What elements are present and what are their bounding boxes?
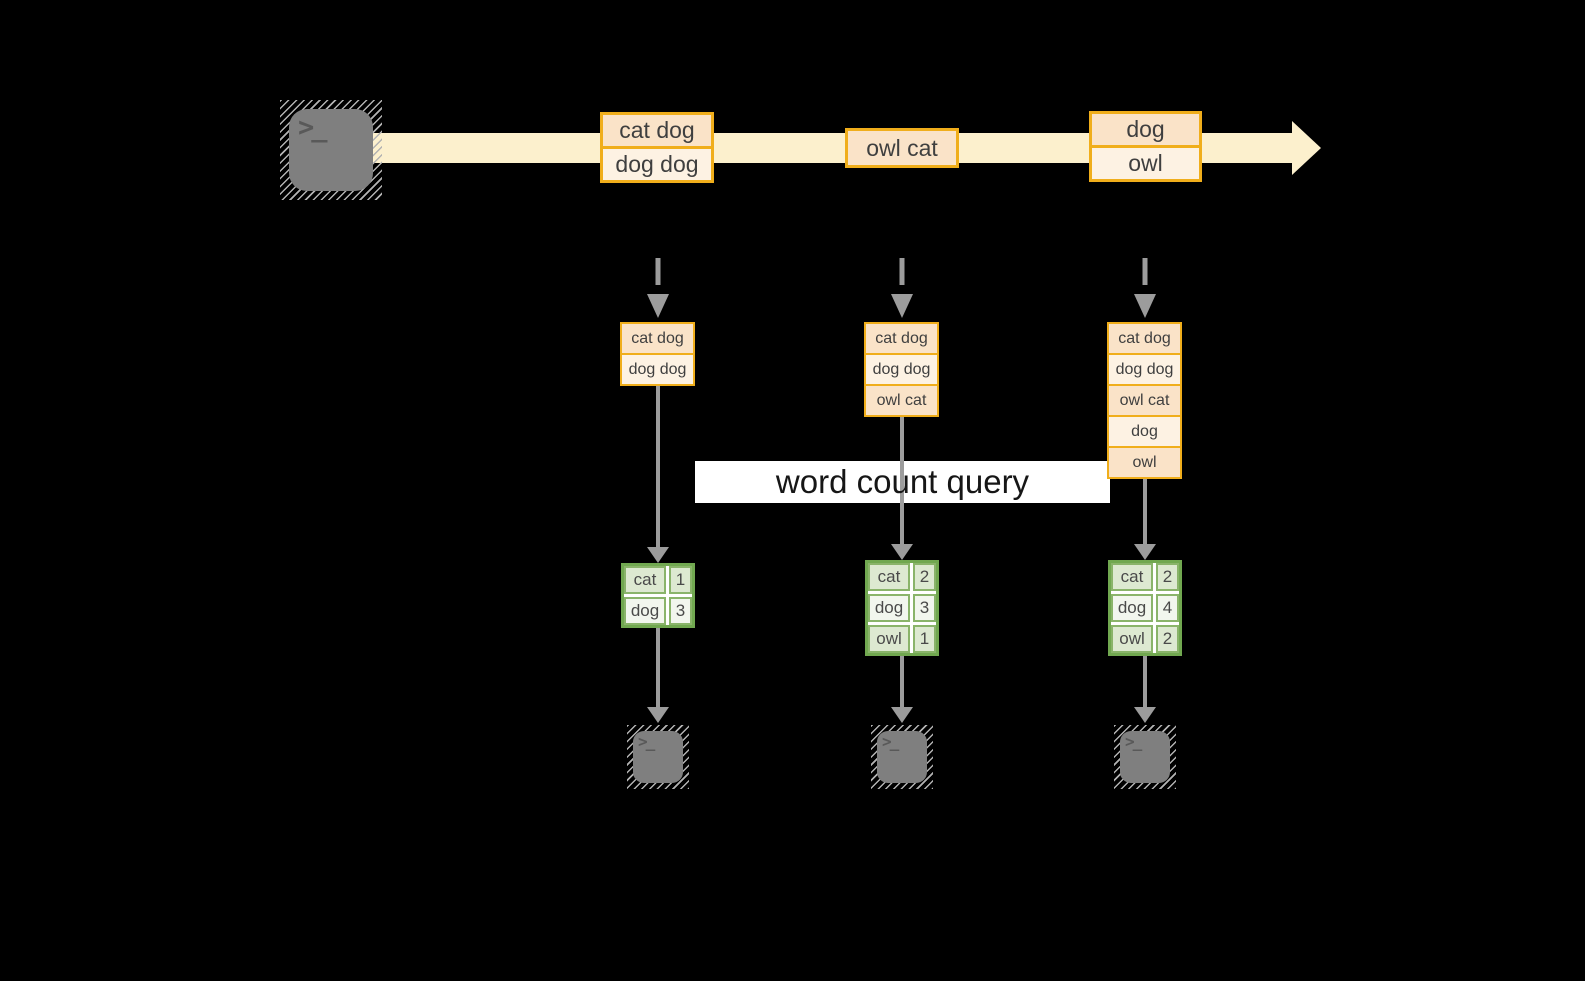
terminal-prompt: >_: [882, 732, 899, 751]
word-cell: cat: [1111, 563, 1153, 591]
event-line: dog dog: [600, 146, 714, 183]
word-cell: dog: [1111, 594, 1153, 622]
query-arrow-shaft: [900, 415, 904, 544]
event-line: owl: [1089, 145, 1202, 182]
buffer-line: dog dog: [620, 353, 695, 386]
ingest-arrow-icon: [647, 258, 669, 318]
output-arrow-head-icon: [1134, 707, 1156, 723]
terminal-screen: [1120, 731, 1170, 783]
word-cell: cat: [868, 563, 910, 591]
buffer-box-3: cat dog dog dog owl cat dog owl: [1107, 322, 1182, 479]
query-arrow-shaft: [1143, 477, 1147, 544]
sink-terminal-icon: >_: [871, 725, 933, 789]
buffer-line: cat dog: [620, 322, 695, 355]
terminal-prompt: >_: [1125, 732, 1142, 751]
buffer-line: owl cat: [1107, 384, 1182, 417]
stream-arrowhead-icon: [1292, 121, 1321, 175]
buffer-line: dog: [1107, 415, 1182, 448]
buffer-line: owl: [1107, 446, 1182, 479]
word-cell: owl: [1111, 625, 1153, 653]
stream-event-box-1: cat dog dog dog: [600, 112, 714, 183]
sink-terminal-icon: >_: [1114, 725, 1176, 789]
event-line: owl cat: [845, 128, 959, 168]
buffer-box-2: cat dog dog dog owl cat: [864, 322, 939, 417]
word-cell: dog: [868, 594, 910, 622]
sink-terminal-icon: >_: [627, 725, 689, 789]
word-cell: owl: [868, 625, 910, 653]
buffer-line: cat dog: [864, 322, 939, 355]
query-arrow-head-icon: [647, 547, 669, 563]
terminal-prompt: >_: [298, 112, 327, 143]
query-arrow-shaft: [656, 384, 660, 547]
terminal-screen: [877, 731, 927, 783]
query-arrow-head-icon: [1134, 544, 1156, 560]
query-arrow-head-icon: [891, 544, 913, 560]
buffer-line: cat dog: [1107, 322, 1182, 355]
word-count-table-1: cat 1 dog 3: [621, 563, 695, 628]
stream-event-box-3: dog owl: [1089, 111, 1202, 182]
buffer-line: owl cat: [864, 384, 939, 417]
stream-event-box-2: owl cat: [845, 128, 959, 168]
output-arrow-head-icon: [647, 707, 669, 723]
buffer-line: dog dog: [1107, 353, 1182, 386]
count-cell: 4: [1156, 594, 1179, 622]
source-terminal-icon: >_: [280, 100, 382, 200]
count-cell: 2: [1156, 563, 1179, 591]
count-cell: 2: [1156, 625, 1179, 653]
terminal-prompt: >_: [638, 732, 655, 751]
terminal-screen: [289, 109, 373, 191]
count-cell: 1: [669, 566, 692, 594]
terminal-screen: [633, 731, 683, 783]
output-arrow-shaft: [1143, 656, 1147, 707]
buffer-box-1: cat dog dog dog: [620, 322, 695, 386]
word-cell: dog: [624, 597, 666, 625]
count-cell: 3: [669, 597, 692, 625]
count-cell: 2: [913, 563, 936, 591]
output-arrow-shaft: [900, 656, 904, 707]
event-line: cat dog: [600, 112, 714, 149]
word-count-table-2: cat 2 dog 3 owl 1: [865, 560, 939, 656]
buffer-line: dog dog: [864, 353, 939, 386]
output-arrow-head-icon: [891, 707, 913, 723]
event-line: dog: [1089, 111, 1202, 148]
word-count-table-3: cat 2 dog 4 owl 2: [1108, 560, 1182, 656]
count-cell: 1: [913, 625, 936, 653]
word-cell: cat: [624, 566, 666, 594]
output-arrow-shaft: [656, 628, 660, 707]
ingest-arrow-icon: [1134, 258, 1156, 318]
ingest-arrow-icon: [891, 258, 913, 318]
count-cell: 3: [913, 594, 936, 622]
